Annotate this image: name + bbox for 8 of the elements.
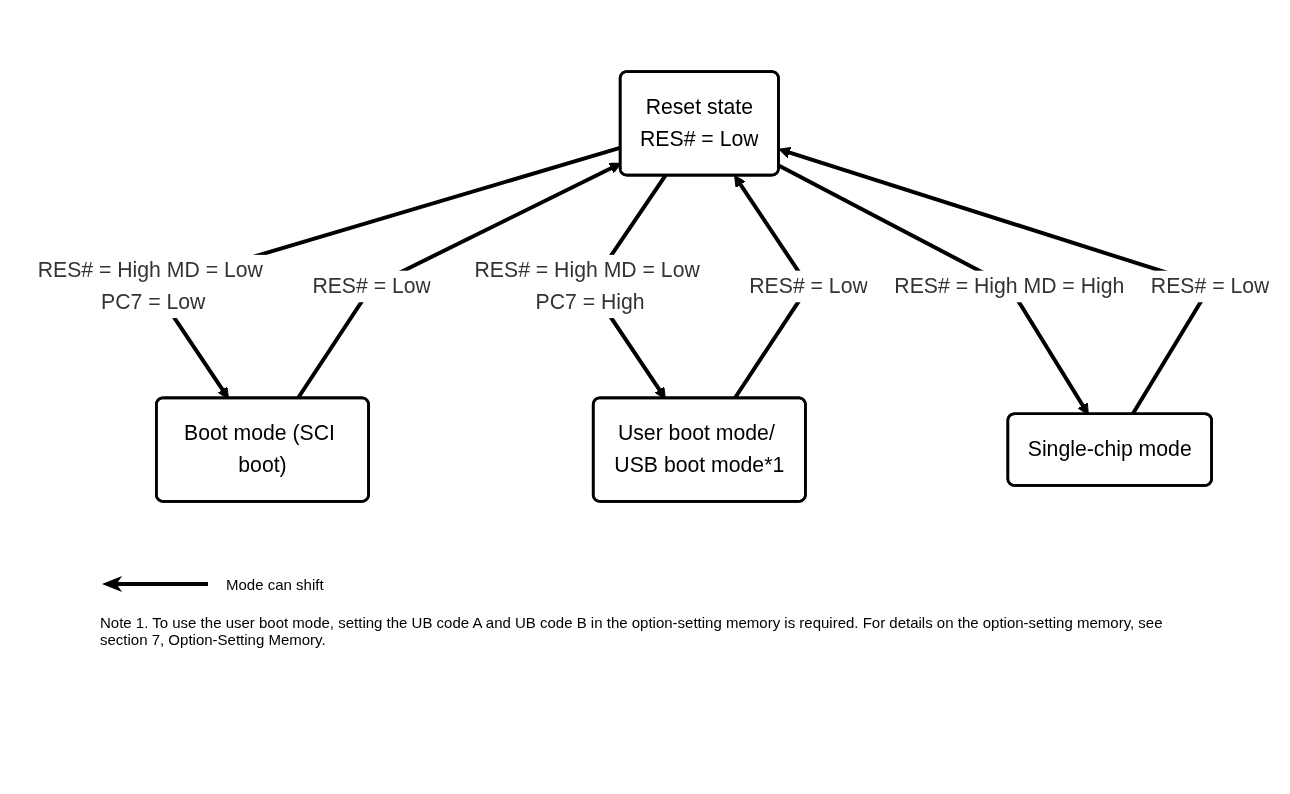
edge-label: RES# = High MD = Low PC7 = Low	[37, 258, 263, 313]
edge-label: RES# = Low	[749, 274, 868, 297]
edge-label: RES# = High MD = Low PC7 = High	[474, 258, 700, 313]
edge-label: RES# = High MD = High	[894, 274, 1125, 297]
footnote: Note 1. To use the user boot mode, setting the UB code A and UB code B in the option-setting memory is required. For details on the option-setting memory, see section 7, Option-Setting Memory.	[100, 614, 1164, 648]
edge-label: RES# = Low	[1150, 274, 1270, 297]
legend-text: Mode can shift	[226, 575, 324, 593]
edge-label: RES# = Low	[312, 274, 431, 297]
